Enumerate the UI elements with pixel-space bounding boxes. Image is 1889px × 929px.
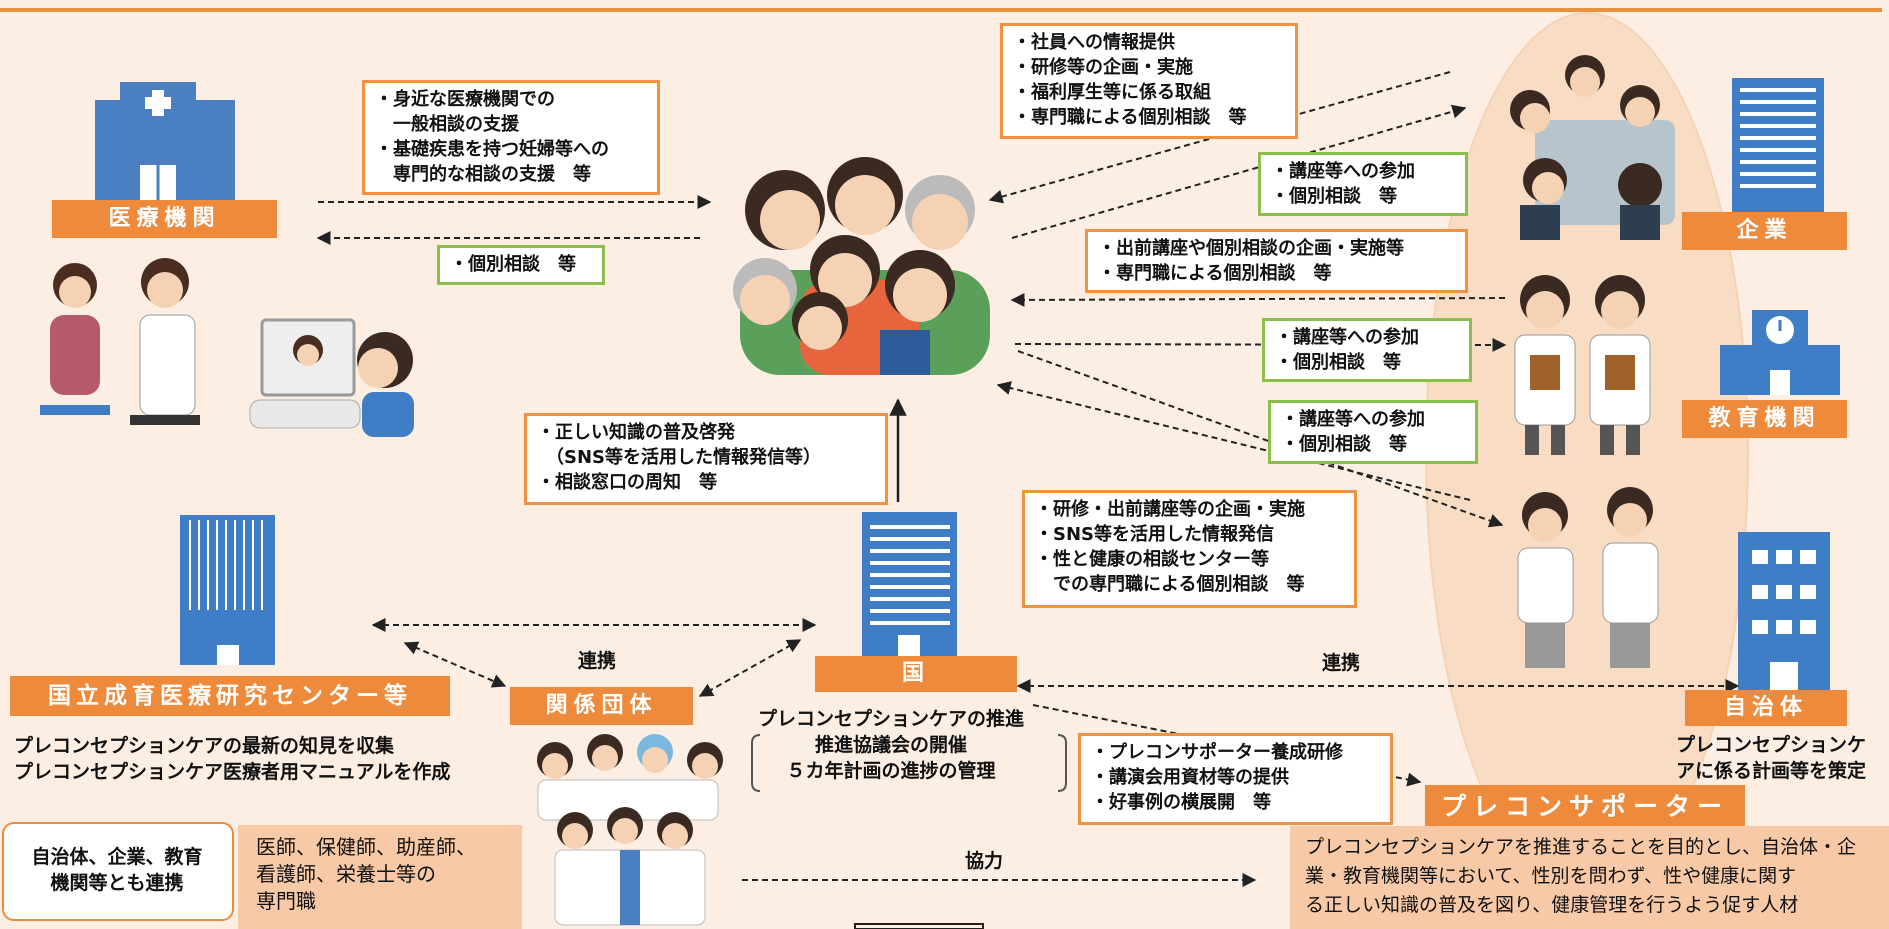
company-join-box: ・講座等への参加 ・個別相談 等 xyxy=(1258,152,1468,216)
building-icon xyxy=(180,515,275,665)
gov-support-box: ・研修・出前講座等の企画・実施 ・SNS等を活用した情報発信 ・性と健康の相談セ… xyxy=(1022,490,1357,608)
collab-box xyxy=(2,822,234,921)
edu-support-box: ・出前講座や個別相談の企画・実施等 ・専門職による個別相談 等 xyxy=(1085,229,1468,293)
local-gov-label: 自治体 xyxy=(1685,690,1847,726)
supporter-join-box: ・講座等への参加 ・個別相談 等 xyxy=(1268,400,1478,464)
hospital-icon xyxy=(95,82,235,205)
related-orgs-label: 関係団体 xyxy=(510,687,693,725)
medical-staff-icon xyxy=(537,734,723,926)
nation-label: 国 xyxy=(815,656,1017,692)
footer-box xyxy=(854,923,984,929)
supporter-label: プレコンサポーター xyxy=(1425,785,1745,828)
edu-join-box: ・講座等への参加 ・個別相談 等 xyxy=(1262,318,1472,382)
medical-support-box: ・身近な医療機関での 一般相談の支援 ・基礎疾患を持つ妊婦等への 専門的な相談の… xyxy=(362,80,660,195)
nation-desc: プレコンセプションケアの推進 推進協議会の開催 ５カ年計画の進捗の管理 xyxy=(758,708,1025,782)
teachers-icon xyxy=(1514,275,1651,455)
meeting-icon xyxy=(1510,55,1675,240)
company-label: 企業 xyxy=(1682,212,1847,250)
renkei-left-text: 連携 xyxy=(578,650,617,672)
local-gov-desc: プレコンセプションケ アに係る計画等を策定 xyxy=(1676,734,1867,782)
education-label: 教育機関 xyxy=(1682,400,1847,438)
collab-text: 自治体、企業、教育 機関等とも連携 xyxy=(31,846,203,894)
city-hall-icon xyxy=(1738,532,1830,692)
renkei-right-text: 連携 xyxy=(1322,652,1361,674)
brace-left xyxy=(751,734,761,792)
nation-training-box: ・プレコンサポーター養成研修 ・講演会用資材等の提供 ・好事例の横展開 等 xyxy=(1078,733,1393,825)
school-icon xyxy=(1720,310,1840,395)
kyoryoku-text: 協力 xyxy=(965,850,1004,872)
nation-support-box: ・正しい知識の普及啓発 （SNS等を活用した情報発信等） ・相談窓口の周知 等 xyxy=(524,413,888,505)
professionals-panel xyxy=(238,825,522,929)
supporter-desc: プレコンセプションケアを推進することを目的とし、自治体・企 業・教育機関等におい… xyxy=(1305,836,1857,916)
ncchd-label: 国立成育医療研究センター等 xyxy=(10,676,450,716)
brace-right xyxy=(1057,734,1067,792)
medical-consult-box: ・個別相談 等 xyxy=(437,245,605,285)
ncchd-desc: プレコンセプションケアの最新の知見を収集 プレコンセプションケア医療者用マニュア… xyxy=(14,735,451,783)
supporter-desc-panel xyxy=(1290,826,1889,929)
online-consult-icon xyxy=(249,318,414,437)
doctor-consult-icon xyxy=(40,258,200,425)
crowd-icon xyxy=(733,157,990,375)
company-building-icon xyxy=(1732,78,1824,213)
nation-building-icon xyxy=(862,512,957,657)
medical-label: 医療機関 xyxy=(52,200,277,238)
company-support-box: ・社員への情報提供 ・研修等の企画・実施 ・福利厚生等に係る取組 ・専門職による… xyxy=(1000,23,1298,139)
arrows xyxy=(316,71,1740,887)
top-border xyxy=(0,0,1882,12)
professionals-text: 医師、保健師、助産師、 看護師、栄養士等の 専門職 xyxy=(256,835,476,913)
nurses-icon xyxy=(1517,487,1659,668)
